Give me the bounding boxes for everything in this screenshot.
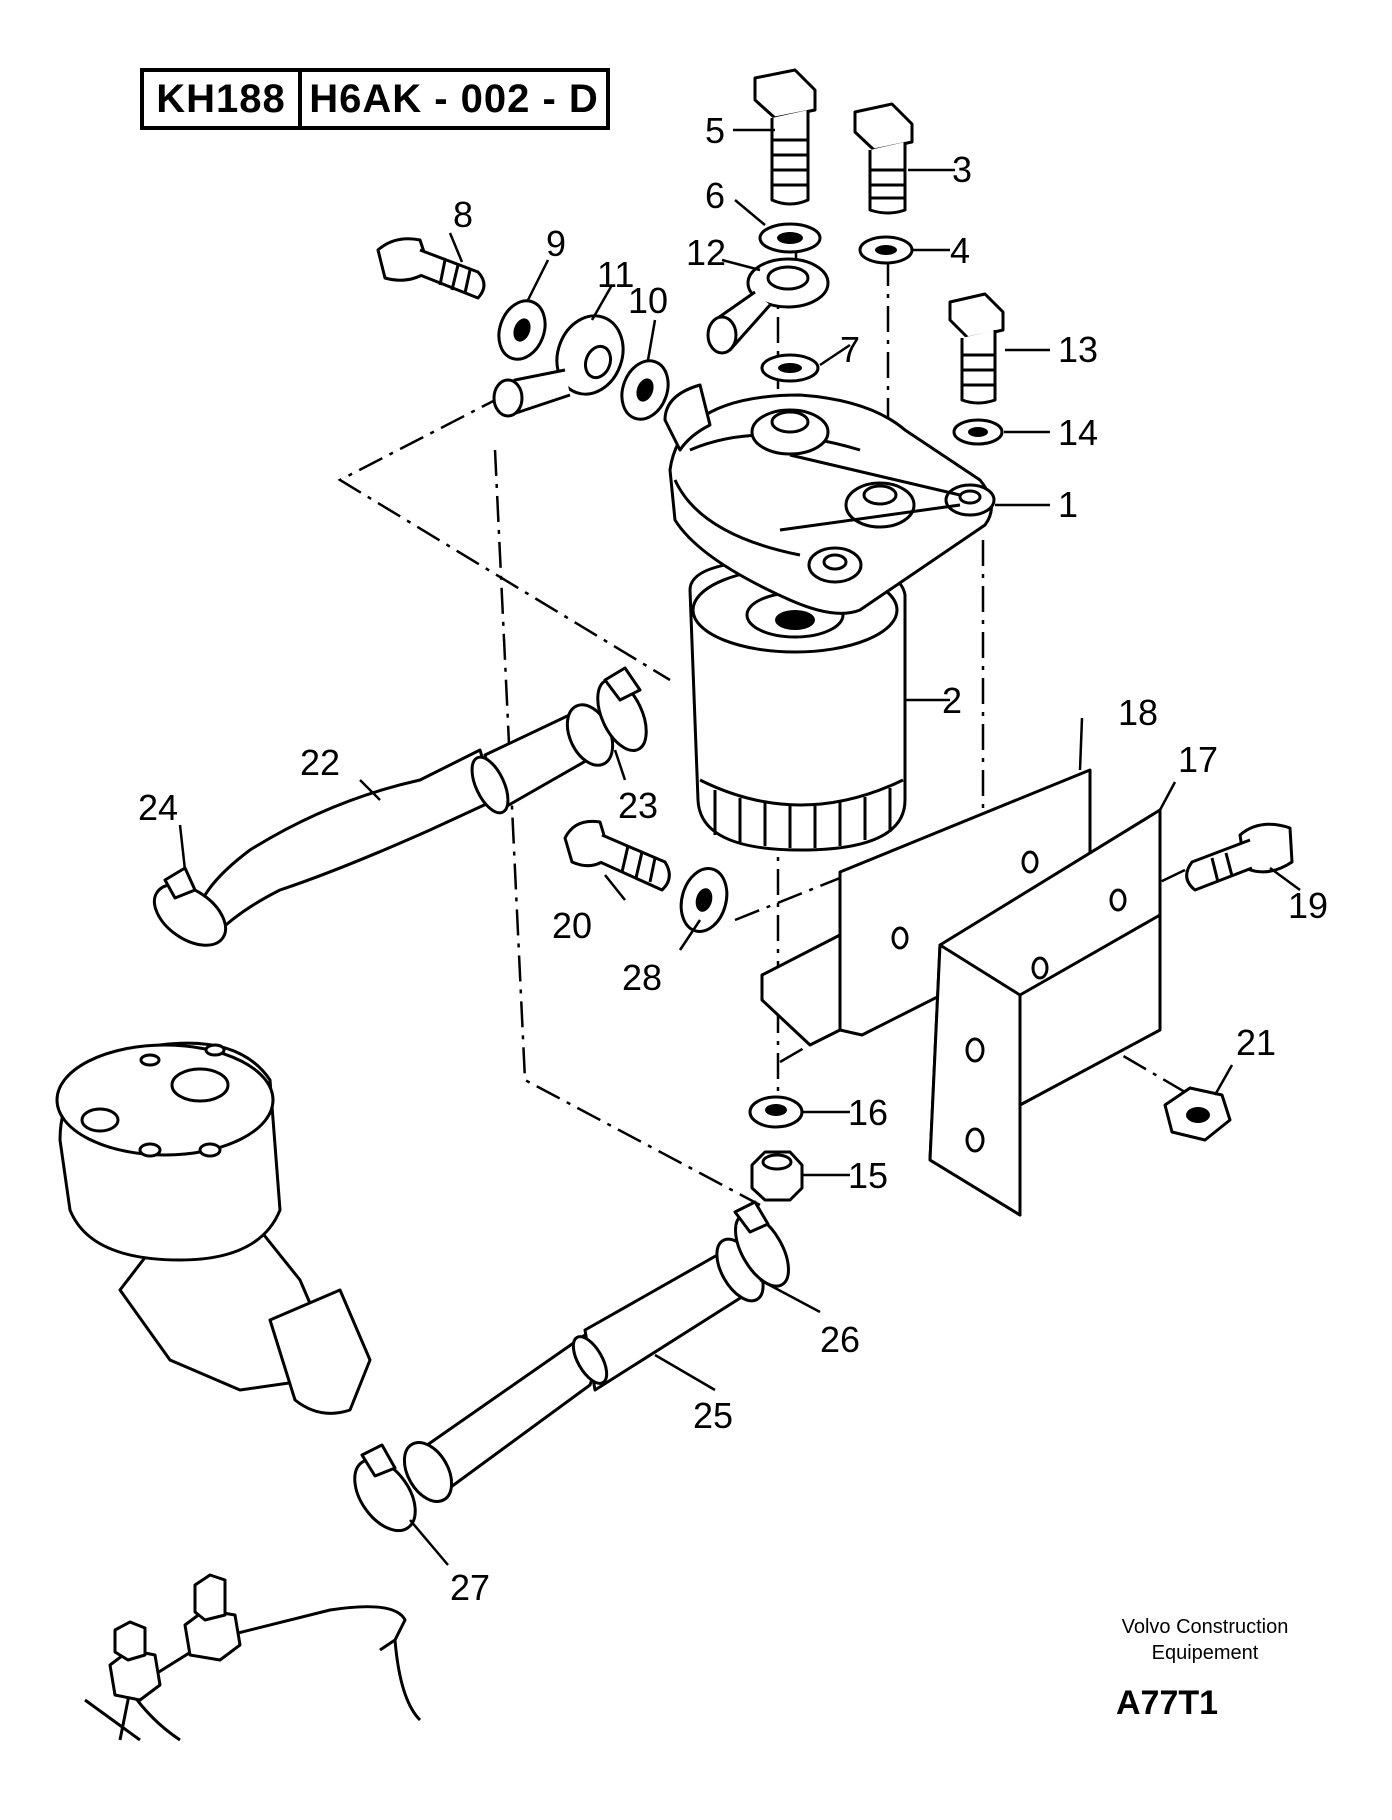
callout-16: 16: [848, 1092, 888, 1133]
hose-clamp-24: [152, 866, 228, 947]
diagram-code-left: KH188: [140, 68, 302, 130]
manufacturer-name-line2: Equipement: [1151, 1642, 1259, 1664]
bracket-17: [928, 808, 1162, 1217]
callout-7: 7: [840, 329, 860, 370]
hose-22: [198, 703, 615, 937]
filter-element: [688, 558, 907, 852]
callout-24: 24: [138, 787, 178, 828]
callout-23: 23: [618, 785, 658, 826]
hose-clamp-27: [353, 1443, 417, 1533]
nut-21: [1163, 1086, 1232, 1142]
diagram-code-right: H6AK - 002 - D: [298, 68, 610, 130]
callout-20: 20: [552, 905, 592, 946]
washer-28: [679, 867, 729, 933]
leader-lines: [178, 128, 1301, 1566]
callout-27: 27: [450, 1567, 490, 1608]
callout-13: 13: [1058, 329, 1098, 370]
callout-10: 10: [628, 280, 668, 321]
callout-labels: 1 2 3 4 5 6 7 8 9 10 11 12 13 14 15 16 1…: [138, 110, 1328, 1608]
manufacturer-name: Volvo Construction: [1121, 1616, 1289, 1638]
hose-25: [402, 1237, 765, 1503]
callout-9: 9: [546, 223, 566, 264]
engine-block: [84, 1573, 422, 1742]
banjo-fitting-11: [492, 314, 625, 418]
bolt-5: [753, 68, 817, 206]
washer-9: [497, 299, 547, 361]
callout-8: 8: [453, 194, 473, 235]
callout-25: 25: [693, 1395, 733, 1436]
fuel-pump: [55, 1041, 372, 1415]
callout-22: 22: [300, 742, 340, 783]
callout-12: 12: [686, 232, 726, 273]
washer-4: [858, 235, 914, 265]
bolt-13: [948, 292, 1005, 405]
hose-clamp-23: [596, 666, 648, 752]
callout-1: 1: [1058, 484, 1078, 525]
callout-5: 5: [705, 110, 725, 151]
callout-28: 28: [622, 957, 662, 998]
figure-code: A77T1: [1116, 1684, 1219, 1722]
bolt-19: [1185, 822, 1294, 892]
callout-26: 26: [820, 1319, 860, 1360]
callout-4: 4: [950, 230, 970, 271]
banjo-fitting-12: [706, 257, 830, 355]
hose-clamp-26: [733, 1200, 790, 1288]
callout-19: 19: [1288, 885, 1328, 926]
nut-15: [750, 1150, 804, 1202]
bracket-18: [760, 768, 1092, 1047]
callout-2: 2: [942, 680, 962, 721]
washer-7: [760, 353, 820, 383]
washer-14: [952, 418, 1004, 446]
banjo-bolt-8: [376, 237, 486, 300]
bolt-20: [563, 819, 671, 892]
bolt-3: [853, 102, 914, 215]
callout-3: 3: [952, 149, 972, 190]
callout-15: 15: [848, 1155, 888, 1196]
washer-6: [758, 222, 822, 254]
callout-6: 6: [705, 175, 725, 216]
callout-11: 11: [597, 254, 634, 295]
callout-17: 17: [1178, 739, 1218, 780]
washer-10: [620, 359, 670, 421]
washer-16: [748, 1095, 804, 1129]
callout-14: 14: [1058, 412, 1098, 453]
filter-head: [663, 383, 996, 615]
callout-18: 18: [1118, 692, 1158, 733]
callout-21: 21: [1236, 1022, 1276, 1063]
